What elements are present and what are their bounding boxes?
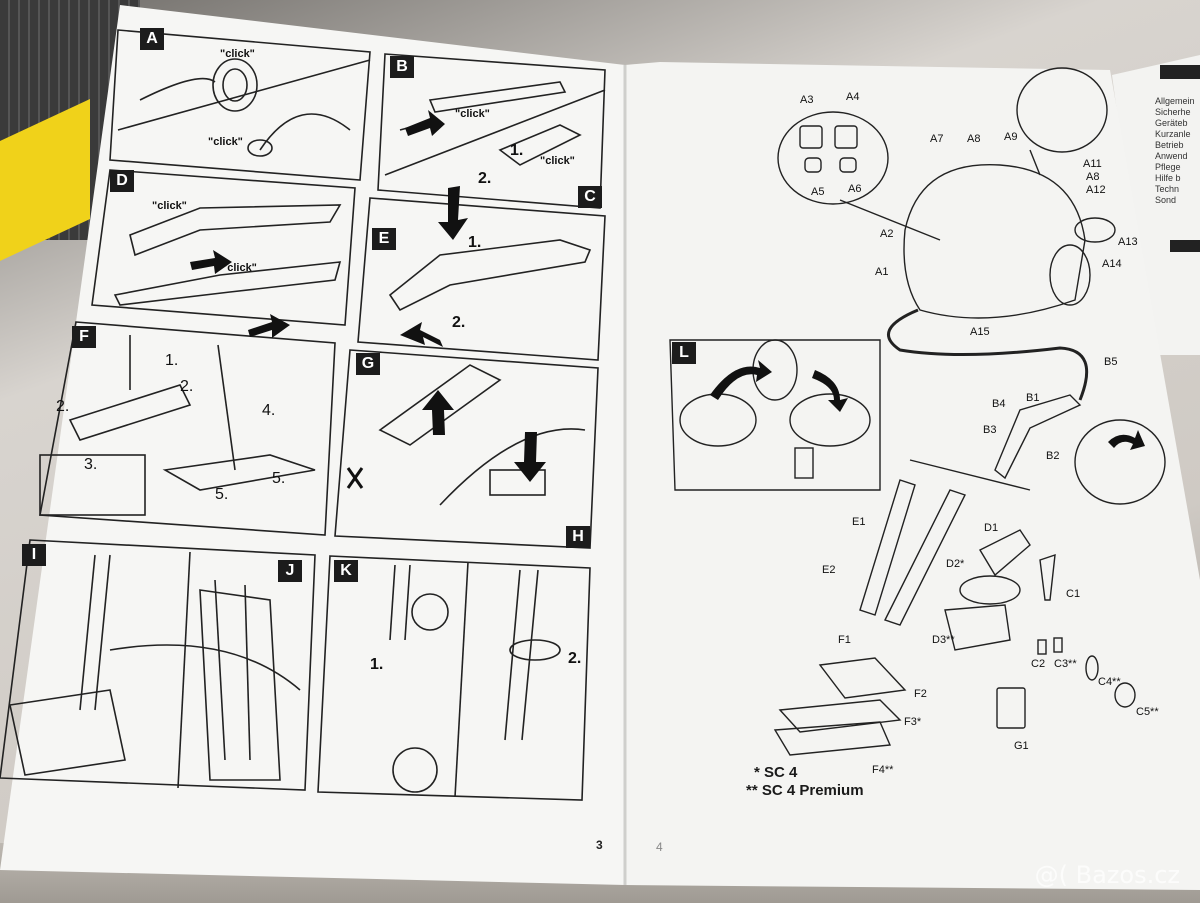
footnote-sc4-premium: ** SC 4 Premium <box>746 782 864 799</box>
callout-b4: B4 <box>992 398 1006 410</box>
callout-a11: A11 <box>1083 158 1102 170</box>
left-page-number: 3 <box>596 838 603 852</box>
step-e-2: 2. <box>452 314 466 331</box>
panel-i-frame <box>0 539 316 791</box>
callout-f3: F3* <box>904 716 922 728</box>
callout-d2: D2* <box>946 558 965 570</box>
callout-e2: E2 <box>822 564 836 576</box>
callout-a8: A8 <box>967 133 981 145</box>
click-callout: "click" <box>152 200 187 212</box>
step-k-1: 1. <box>370 656 384 673</box>
step-f-2b: 2. <box>56 398 70 415</box>
click-callout: "click" <box>540 155 575 167</box>
panel-label-d: D <box>110 170 134 192</box>
panel-label-h: H <box>566 526 590 548</box>
panel-label-g: G <box>356 353 380 375</box>
callout-a13: A13 <box>1118 236 1138 248</box>
panel-label-c: C <box>578 186 602 208</box>
step-b-2: 2. <box>478 170 492 187</box>
callout-a6: A6 <box>848 183 862 195</box>
panel-label-a: A <box>140 28 164 50</box>
callout-c3: C3** <box>1054 658 1077 670</box>
callout-c5: C5** <box>1136 706 1159 718</box>
callout-b5: B5 <box>1104 356 1118 368</box>
step-f-1: 1. <box>165 352 179 369</box>
callout-b1: B1 <box>1026 392 1040 404</box>
step-e-1: 1. <box>468 234 482 251</box>
panel-label-j: J <box>278 560 302 582</box>
step-f-4: 4. <box>262 402 276 419</box>
panel-label-e: E <box>372 228 396 250</box>
callout-a4: A4 <box>846 91 860 103</box>
click-callout: "click" <box>208 136 243 148</box>
callout-a12: A12 <box>1086 184 1106 196</box>
panel-a-frame <box>109 29 371 181</box>
callout-a5: A5 <box>811 186 825 198</box>
panel-label-f: F <box>72 326 96 348</box>
callout-a14: A14 <box>1102 258 1122 270</box>
callout-d1: D1 <box>984 522 999 534</box>
footnote-sc4: * SC 4 <box>754 764 798 781</box>
callout-c1: C1 <box>1066 588 1081 600</box>
step-f-2: 2. <box>180 378 194 395</box>
panel-f-frame <box>39 321 336 536</box>
panel-label-k: K <box>334 560 358 582</box>
callout-f2: F2 <box>914 688 927 700</box>
panel-label-b: B <box>390 56 414 78</box>
click-callout: "click" <box>222 262 257 274</box>
panel-d-frame <box>91 169 356 326</box>
callout-f1: F1 <box>838 634 851 646</box>
step-f-5: 5. <box>215 486 229 503</box>
panel-g-frame <box>334 349 599 549</box>
callout-c4: C4** <box>1098 676 1121 688</box>
callout-a9: A9 <box>1004 131 1018 143</box>
panel-label-i: I <box>22 544 46 566</box>
callout-g1: G1 <box>1014 740 1029 752</box>
panel-k-frame <box>317 555 591 801</box>
panel-e-frame <box>357 197 606 361</box>
bazos-watermark: @( Bazos.cz <box>1034 861 1180 889</box>
callout-a15: A15 <box>970 326 990 338</box>
callout-a3: A3 <box>800 94 814 106</box>
step-k-2: 2. <box>568 650 582 667</box>
step-b-1: 1. <box>510 142 524 159</box>
step-f-3: 3. <box>84 456 98 473</box>
callout-a8b: A8 <box>1086 171 1100 183</box>
right-page-number: 4 <box>656 840 663 854</box>
step-f-5b: 5. <box>272 470 286 487</box>
callout-a1: A1 <box>875 266 889 278</box>
callout-c2: C2 <box>1031 658 1046 670</box>
click-callout: "click" <box>455 108 490 120</box>
panel-b-frame <box>377 53 606 209</box>
callout-f4: F4** <box>872 764 894 776</box>
callout-a2: A2 <box>880 228 894 240</box>
callout-e1: E1 <box>852 516 866 528</box>
steam-cleaner-body <box>903 163 1086 319</box>
callout-b3: B3 <box>983 424 997 436</box>
callout-b2: B2 <box>1046 450 1060 462</box>
third-page <box>1112 55 1200 355</box>
left-page-illustrations <box>0 29 606 801</box>
control-panel-detail <box>777 111 889 205</box>
callout-d3: D3** <box>932 634 955 646</box>
panel-label-l: L <box>672 342 696 364</box>
click-callout: "click" <box>220 48 255 60</box>
callout-a7: A7 <box>930 133 944 145</box>
